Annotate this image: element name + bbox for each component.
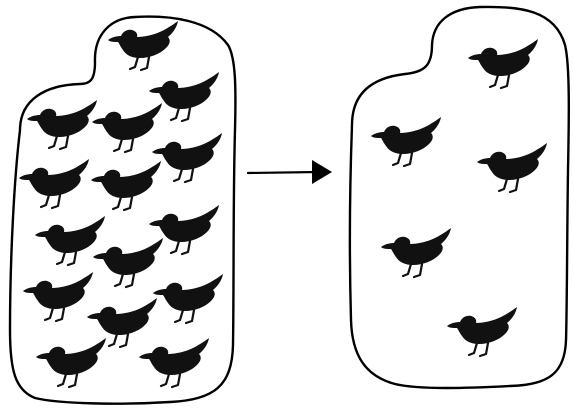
after-population-outline — [348, 5, 571, 390]
right-arrow-icon — [246, 160, 332, 184]
